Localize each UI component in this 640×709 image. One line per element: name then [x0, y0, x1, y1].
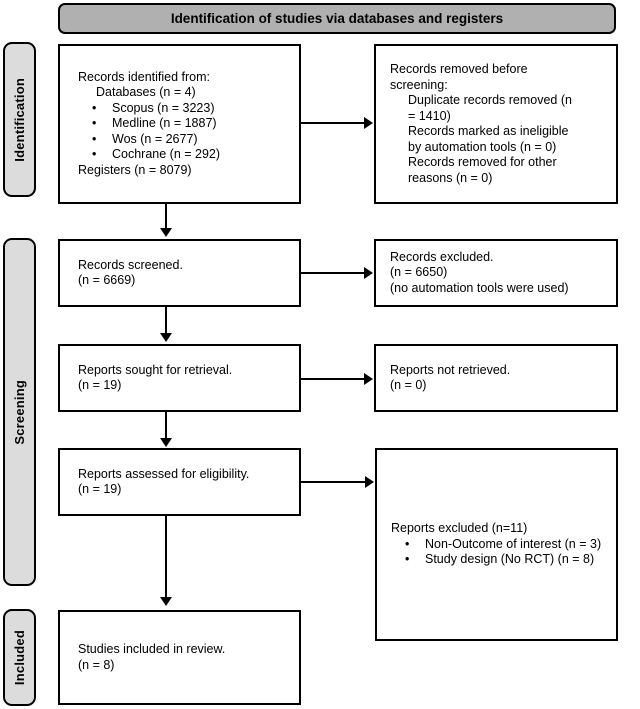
records-identified-bullet-medline-text: Medline (n = 1887) — [112, 116, 217, 131]
box-reports-assessed-content: Reports assessed for eligibility. (n = 1… — [60, 467, 299, 498]
reports-excluded-bullet-study-design: • Study design (No RCT) (n = 8) — [391, 552, 608, 568]
bullet-dot-icon: • — [405, 552, 410, 567]
reports-excluded-bullet-study-design-text: Study design (No RCT) (n = 8) — [425, 552, 595, 567]
records-excluded-line-1: Records excluded. — [390, 249, 494, 264]
bullet-dot-icon: • — [92, 100, 97, 115]
reports-excluded-bullet-non-outcome-text: Non-Outcome of interest (n = 3) — [425, 536, 602, 551]
box-records-excluded: Records excluded. (n = 6650) (no automat… — [374, 239, 618, 307]
records-identified-line-2: Databases (n = 4) — [96, 85, 196, 100]
box-records-removed-before-screening: Records removed before screening: Duplic… — [374, 44, 618, 204]
records-removed-line-5: Records marked as ineligible — [408, 124, 569, 138]
box-records-identified: Records identified from: Databases (n = … — [58, 44, 301, 204]
box-reports-not-retrieved-content: Reports not retrieved. (n = 0) — [376, 363, 616, 394]
bullet-dot-icon: • — [92, 116, 97, 131]
studies-included-line-2: (n = 8) — [78, 657, 115, 672]
records-removed-line-6: by automation tools (n = 0) — [408, 139, 557, 154]
records-removed-line-2-tail: : — [444, 77, 448, 92]
box-studies-included-content: Studies included in review. (n = 8) — [60, 642, 299, 673]
connector-identified-to-removed-arrow-icon — [364, 117, 373, 129]
box-records-removed-content: Records removed before screening: Duplic… — [376, 62, 616, 186]
box-records-identified-content: Records identified from: Databases (n = … — [60, 70, 299, 179]
connector-screened-to-excluded-line — [301, 272, 364, 274]
reports-excluded-bullet-non-outcome: • Non-Outcome of interest (n = 3) — [391, 537, 608, 553]
connector-identified-to-screened-line — [165, 204, 167, 229]
studies-included-line-1: Studies included in review. — [78, 642, 226, 656]
box-records-screened-content: Records screened. (n = 6669) — [60, 258, 299, 289]
records-removed-line-1-a: Records removed — [390, 62, 493, 76]
connector-sought-to-assessed-arrow-icon — [160, 438, 172, 447]
records-identified-bullet-medline: • Medline (n = 1887) — [78, 116, 291, 132]
connector-assessed-to-included-line — [165, 516, 167, 598]
reports-assessed-line-1: Reports assessed for eligibility. — [78, 466, 250, 481]
connector-screened-to-excluded-arrow-icon — [364, 267, 373, 279]
stage-label-identification: Identification — [12, 77, 27, 162]
records-removed-line-4: = 1410) — [408, 108, 451, 123]
records-removed-line-7: Records removed for other — [408, 155, 557, 169]
stage-pill-included: Included — [3, 609, 36, 706]
bullet-dot-icon: • — [92, 131, 97, 146]
box-reports-excluded: Reports excluded (n=11) • Non-Outcome of… — [375, 448, 618, 641]
records-removed-line-1-italic: before — [492, 62, 528, 76]
records-identified-line-3: Registers (n = 8079) — [78, 162, 192, 177]
records-removed-line-8: reasons (n = 0) — [408, 170, 493, 185]
reports-assessed-line-2: (n = 19) — [78, 482, 122, 496]
box-reports-excluded-content: Reports excluded (n=11) • Non-Outcome of… — [377, 521, 616, 568]
connector-assessed-to-included-arrow-icon — [160, 597, 172, 606]
reports-not-retrieved-line-1: Reports not retrieved. — [390, 362, 511, 377]
stage-pill-screening: Screening — [3, 238, 36, 586]
box-reports-assessed-for-eligibility: Reports assessed for eligibility. (n = 1… — [58, 448, 301, 516]
box-records-excluded-content: Records excluded. (n = 6650) (no automat… — [376, 250, 616, 297]
records-identified-bullet-cochrane: • Cochrane (n = 292) — [78, 147, 291, 163]
box-reports-not-retrieved: Reports not retrieved. (n = 0) — [374, 344, 618, 412]
connector-identified-to-screened-arrow-icon — [160, 228, 172, 237]
connector-sought-to-not-retrieved-arrow-icon — [364, 373, 373, 385]
diagram-header-title: Identification of studies via databases … — [170, 11, 504, 26]
reports-sought-line-1: Reports sought for retrieval. — [78, 362, 233, 377]
connector-screened-to-sought-arrow-icon — [160, 333, 172, 342]
records-identified-bullet-scopus-text: Scopus (n = 3223) — [112, 100, 215, 115]
records-removed-line-2: screening: — [390, 78, 608, 94]
records-identified-bullet-scopus: • Scopus (n = 3223) — [78, 101, 291, 117]
box-records-screened: Records screened. (n = 6669) — [58, 239, 301, 307]
records-identified-bullet-wos-text: Wos (n = 2677) — [112, 131, 198, 146]
diagram-header-banner: Identification of studies via databases … — [58, 3, 616, 34]
reports-sought-line-2: (n = 19) — [78, 378, 122, 392]
records-excluded-line-2: (n = 6650) — [390, 265, 448, 280]
records-excluded-line-3: (no automation tools were used) — [390, 280, 569, 295]
records-removed-line-2-italic: screening — [390, 77, 445, 92]
stage-pill-identification: Identification — [3, 42, 36, 197]
bullet-dot-icon: • — [92, 147, 97, 162]
connector-identified-to-removed-line — [301, 122, 364, 124]
bullet-dot-icon: • — [405, 536, 410, 551]
connector-screened-to-sought-line — [165, 307, 167, 334]
reports-excluded-line-1: Reports excluded (n=11) — [391, 521, 528, 536]
records-screened-line-1: Records screened. — [78, 257, 183, 272]
connector-sought-to-not-retrieved-line — [301, 378, 364, 380]
records-removed-line-1: Records removed before — [390, 62, 608, 78]
records-identified-bullet-wos: • Wos (n = 2677) — [78, 132, 291, 148]
records-removed-line-3: Duplicate records removed (n — [408, 93, 572, 107]
reports-not-retrieved-line-2: (n = 0) — [390, 378, 427, 392]
box-reports-sought-for-retrieval: Reports sought for retrieval. (n = 19) — [58, 344, 301, 412]
connector-assessed-to-reports-excluded-line — [301, 481, 365, 483]
stage-label-screening: Screening — [12, 379, 27, 445]
records-identified-line-1: Records identified from: — [78, 69, 211, 84]
records-identified-bullet-cochrane-text: Cochrane (n = 292) — [112, 147, 221, 162]
box-studies-included-in-review: Studies included in review. (n = 8) — [58, 610, 301, 705]
connector-assessed-to-reports-excluded-arrow-icon — [365, 476, 374, 488]
connector-sought-to-assessed-line — [165, 412, 167, 439]
records-screened-line-2: (n = 6669) — [78, 273, 136, 287]
box-reports-sought-content: Reports sought for retrieval. (n = 19) — [60, 363, 299, 394]
stage-label-included: Included — [12, 629, 27, 686]
